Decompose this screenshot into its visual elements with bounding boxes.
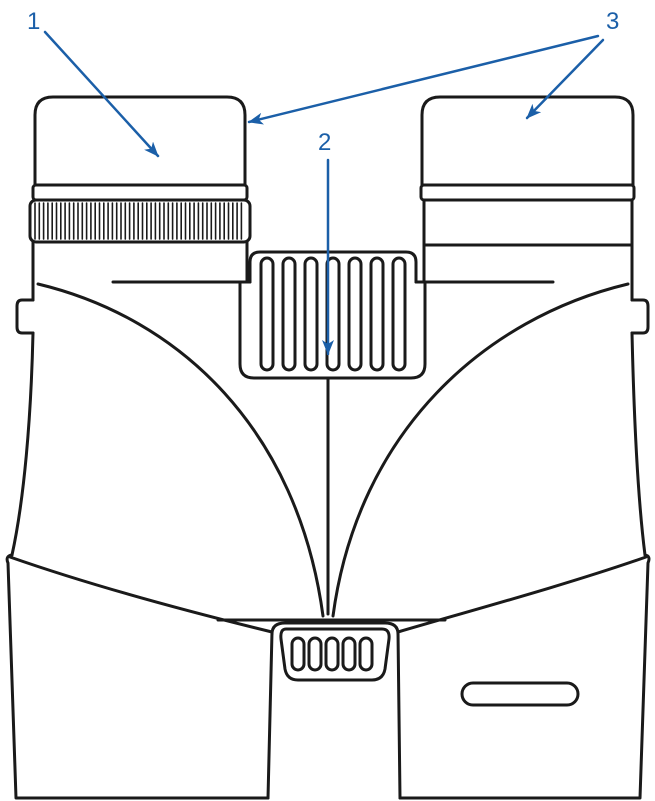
lower-wheel-rib bbox=[290, 636, 306, 672]
right-eyepiece bbox=[419, 95, 636, 202]
callout-label-2: 2 bbox=[318, 129, 331, 156]
right-lower-armor-top bbox=[396, 555, 648, 634]
focus-wheel bbox=[238, 250, 427, 380]
right-strap-lug bbox=[630, 298, 650, 335]
lower-wheel-ribs bbox=[290, 636, 374, 672]
bridge-left-edge bbox=[266, 630, 274, 800]
left-body-curve bbox=[36, 282, 325, 618]
lower-wheel-housing bbox=[270, 621, 400, 636]
left-lower-armor-top bbox=[8, 555, 274, 634]
bridge-right-edge bbox=[396, 630, 402, 800]
focus-wheel-housing bbox=[238, 280, 427, 380]
callout-arrow-3-left-eyecup bbox=[247, 34, 600, 125]
lower-wheel bbox=[270, 621, 400, 682]
lower-wheel-rib bbox=[341, 636, 357, 672]
focus-rib bbox=[347, 256, 363, 372]
focus-rib bbox=[369, 256, 385, 372]
right-lower-armor bbox=[398, 553, 651, 800]
callout-arrow-1 bbox=[43, 30, 160, 158]
right-eyecup-band bbox=[419, 183, 636, 202]
callouts: 1 2 3 bbox=[27, 8, 619, 356]
left-eyepiece bbox=[28, 95, 252, 244]
left-strap-lug bbox=[15, 298, 35, 335]
right-barrel-slot bbox=[460, 681, 580, 707]
right-eyecup bbox=[420, 95, 635, 187]
right-outer-edge bbox=[630, 198, 647, 557]
right-body-curve bbox=[331, 282, 630, 618]
left-knurl-ridges bbox=[34, 202, 243, 240]
callout-arrow-3-right-eyecup bbox=[525, 38, 605, 120]
focus-wheel-top bbox=[248, 250, 418, 284]
left-lower-armor bbox=[5, 553, 270, 800]
callout-label-3: 3 bbox=[606, 8, 619, 35]
left-outer-edge bbox=[10, 240, 35, 557]
lower-wheel-rib bbox=[358, 636, 374, 672]
focus-rib bbox=[391, 256, 407, 372]
focus-wheel-ribs bbox=[259, 256, 407, 372]
focus-rib bbox=[259, 256, 275, 372]
body bbox=[5, 198, 651, 800]
focus-rib bbox=[303, 256, 319, 372]
lower-wheel-rib bbox=[324, 636, 340, 672]
focus-rib bbox=[281, 256, 297, 372]
left-eyecup bbox=[33, 95, 247, 187]
callout-label-1: 1 bbox=[27, 8, 40, 35]
left-eyecup-band bbox=[31, 183, 249, 202]
left-knurled-ring bbox=[28, 198, 252, 244]
lower-wheel-rib bbox=[307, 636, 323, 672]
